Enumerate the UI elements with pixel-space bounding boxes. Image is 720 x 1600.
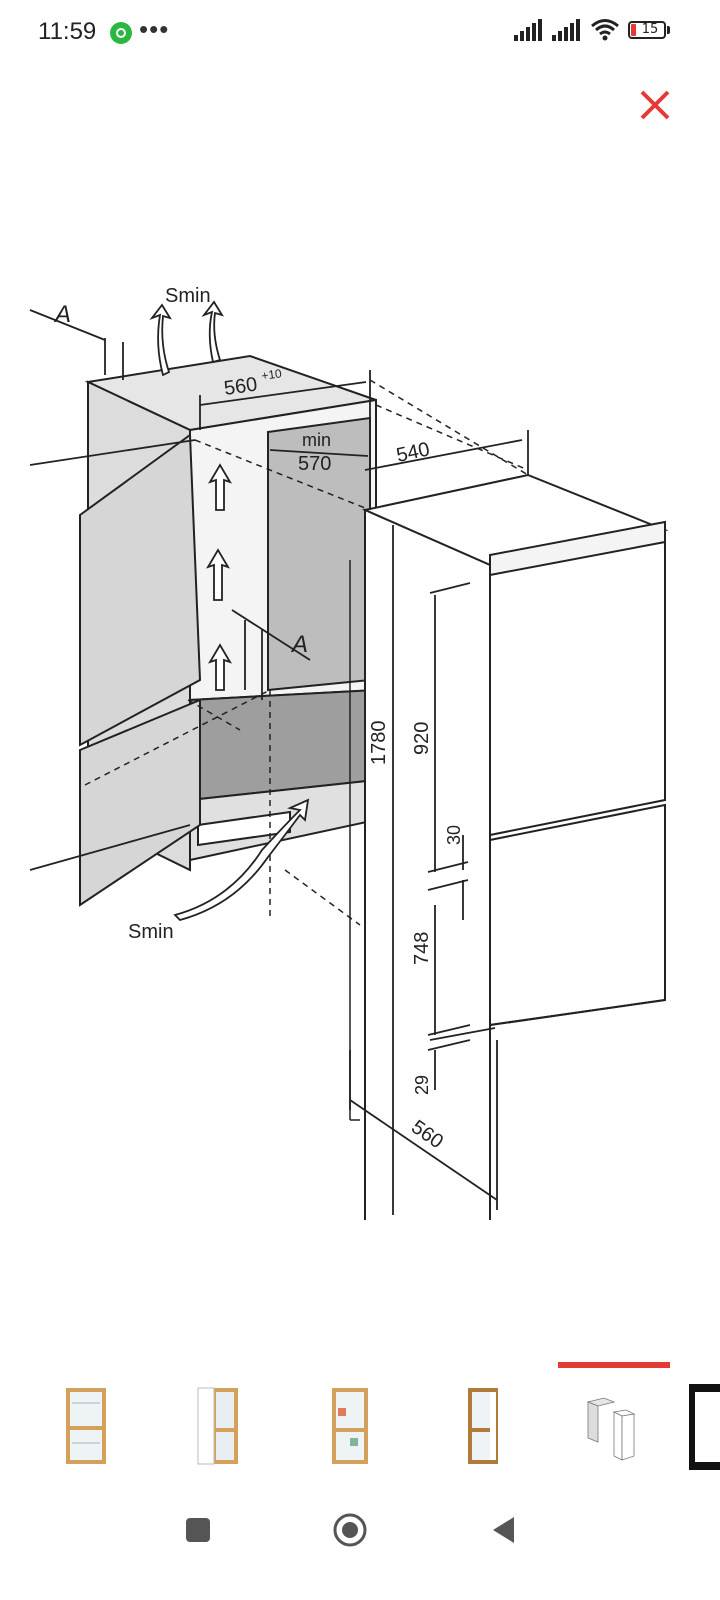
- thumbnail-1[interactable]: [58, 1382, 118, 1472]
- square-icon[interactable]: [178, 1510, 218, 1550]
- status-indicators: 15: [514, 18, 670, 42]
- label-width-niche: 560: [223, 374, 259, 400]
- thumbnail-6-partial[interactable]: [689, 1384, 720, 1470]
- label-height-total: 1780: [368, 721, 390, 766]
- thumbnail-3[interactable]: [320, 1382, 380, 1472]
- label-a-top: A: [53, 301, 71, 328]
- label-gap: 30: [444, 825, 464, 845]
- home-circle-icon[interactable]: [330, 1510, 370, 1550]
- whatsapp-icon: [110, 22, 132, 44]
- label-smin-top: Smin: [165, 285, 211, 307]
- status-bar: 11:59 ••• 15: [0, 0, 720, 66]
- label-height-lower: 748: [411, 932, 433, 965]
- thumbnail-5-active[interactable]: [580, 1382, 640, 1472]
- battery-icon: 15: [628, 21, 666, 39]
- battery-level: 15: [641, 22, 659, 37]
- label-height-upper: 920: [411, 722, 433, 755]
- system-nav-bar: [0, 1490, 720, 1570]
- close-icon: [640, 90, 670, 120]
- close-button[interactable]: [632, 82, 678, 128]
- thumbnail-strip: [0, 1362, 720, 1472]
- label-depth: 540: [394, 438, 431, 466]
- thumbnail-2[interactable]: [190, 1382, 250, 1472]
- label-min: min: [302, 430, 331, 450]
- thumbnail-4[interactable]: [454, 1382, 514, 1472]
- wifi-icon: [591, 19, 619, 41]
- signal-icon: [514, 19, 542, 41]
- label-min-value: 570: [298, 453, 331, 475]
- label-a-mid: A: [290, 631, 308, 658]
- more-notifications-icon: •••: [139, 14, 170, 44]
- status-time: 11:59: [38, 18, 97, 45]
- back-triangle-icon[interactable]: [484, 1510, 524, 1550]
- signal-icon-2: [552, 19, 580, 41]
- label-width-niche-tol: +10: [260, 366, 282, 383]
- active-thumbnail-indicator: [558, 1362, 670, 1368]
- battery-tip: [667, 26, 670, 34]
- label-smin-bottom: Smin: [128, 921, 174, 943]
- label-bottom-gap: 29: [412, 1075, 432, 1095]
- installation-diagram: Smin A 560 +10 min 570 540 A 1780 920 30…: [29, 285, 669, 1220]
